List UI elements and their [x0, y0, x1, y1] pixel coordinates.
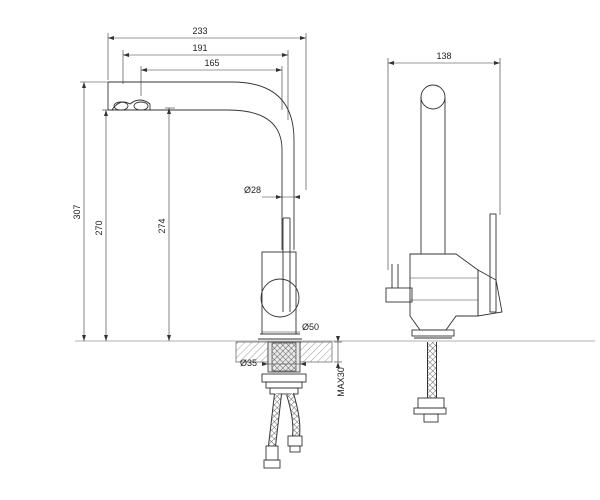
- faucet-front-view: [107, 81, 302, 340]
- mounting-hardware-front: [261, 373, 307, 469]
- dimension-191-label: 191: [192, 43, 207, 53]
- dimension-d35: Ø35: [240, 358, 306, 368]
- dimension-270-label: 270: [94, 220, 104, 235]
- dimension-d50: Ø50: [262, 322, 319, 333]
- dimension-d50-label: Ø50: [302, 322, 319, 332]
- mounting-hardware-side: [413, 342, 447, 423]
- dimension-233: 233: [107, 26, 307, 190]
- countertop-section: [235, 341, 333, 373]
- dimension-138: 138: [387, 51, 501, 270]
- dimension-165-label: 165: [204, 58, 219, 68]
- dimension-165: 165: [140, 58, 283, 110]
- dimension-274-label: 274: [157, 218, 167, 233]
- dimension-d28: Ø28: [244, 185, 300, 199]
- dimension-d28-label: Ø28: [244, 185, 261, 195]
- dimension-233-label: 233: [192, 26, 207, 36]
- dimension-274: 274: [157, 107, 175, 341]
- dimension-d35-label: Ø35: [240, 358, 257, 368]
- dimension-max30-label: MAX30: [336, 367, 346, 397]
- dimension-270: 270: [94, 109, 118, 341]
- dimension-191: 191: [122, 43, 289, 120]
- faucet-side-view: [385, 84, 503, 339]
- dimension-307: 307: [72, 81, 110, 341]
- dimension-138-label: 138: [436, 51, 451, 61]
- dimension-307-label: 307: [72, 204, 82, 219]
- dimension-max30: MAX30: [334, 336, 346, 397]
